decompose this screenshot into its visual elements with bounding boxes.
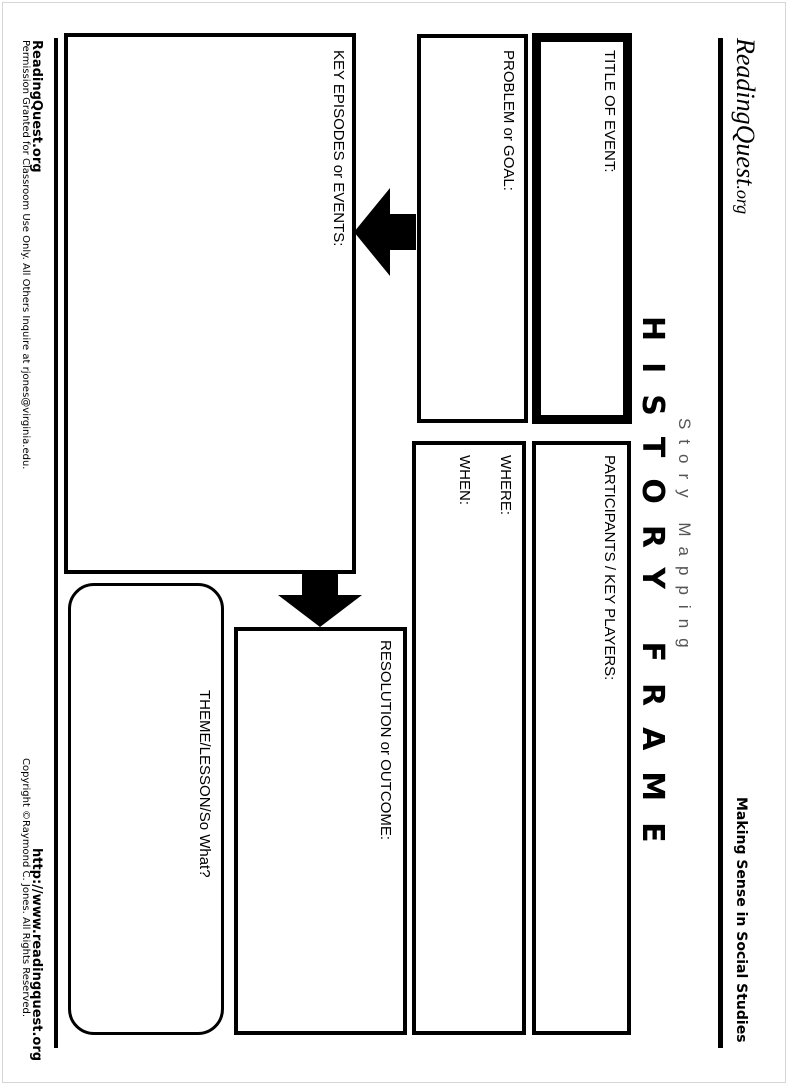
logo-org-text: .org xyxy=(733,185,753,215)
theme-box[interactable] xyxy=(68,583,224,1035)
tagline: Making Sense in Social Studies xyxy=(733,797,749,1043)
key-episodes-box[interactable] xyxy=(64,33,356,574)
arrow-left-icon xyxy=(354,188,416,276)
where-label: WHERE: xyxy=(497,455,514,515)
title-of-event-label: TITLE OF EVENT: xyxy=(601,50,618,173)
page-title: HISTORY FRAME xyxy=(635,316,670,864)
footer-url: http://www.readingquest.org xyxy=(29,848,44,1062)
resolution-box[interactable] xyxy=(234,627,407,1035)
key-episodes-label: KEY EPISODES or EVENTS: xyxy=(330,50,347,247)
problem-or-goal-box[interactable] xyxy=(417,34,528,423)
footer-rule xyxy=(54,38,58,1048)
participants-box[interactable] xyxy=(532,441,631,1035)
problem-or-goal-label: PROBLEM or GOAL: xyxy=(500,50,517,191)
theme-label: THEME/LESSON/So What? xyxy=(196,690,213,878)
participants-label: PARTICIPANTS / KEY PLAYERS: xyxy=(601,455,618,681)
footer-permission: Permission Granted for Classroom Use Onl… xyxy=(20,40,31,470)
logo-reading-text: Reading xyxy=(731,38,760,125)
title-of-event-box[interactable] xyxy=(532,33,632,424)
resolution-label: RESOLUTION or OUTCOME: xyxy=(377,640,394,841)
header-rule xyxy=(718,38,723,1048)
where-when-box[interactable] xyxy=(412,441,526,1035)
logo-quest-text: Quest xyxy=(731,124,760,186)
arrow-down-icon xyxy=(278,571,362,627)
subtitle: Story Mapping xyxy=(675,418,694,658)
footer-site-name: ReadingQuest.org xyxy=(29,40,44,173)
when-label: WHEN: xyxy=(456,455,473,505)
footer-copyright: Copyright ©Raymond C. Jones. All Rights … xyxy=(20,758,31,1018)
readingquest-logo: ReadingQuest.org xyxy=(730,38,760,214)
